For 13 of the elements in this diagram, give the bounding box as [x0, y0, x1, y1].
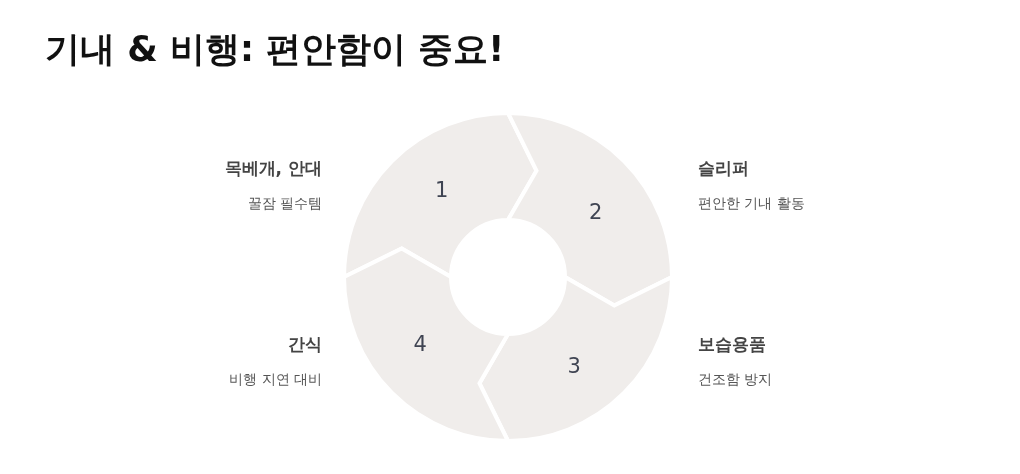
segment-number: 4 — [413, 332, 427, 357]
diagram-title: 기내 & 비행: 편안함이 중요! — [45, 28, 505, 71]
segment-number: 2 — [589, 199, 603, 224]
step-description: 꿀잠 필수템 — [247, 195, 322, 213]
step-description: 편안한 기내 활동 — [698, 195, 805, 213]
step-heading: 슬리퍼 — [698, 157, 749, 180]
segment-number: 1 — [435, 178, 449, 203]
step-description: 비행 지연 대비 — [229, 371, 322, 389]
step-heading: 간식 — [288, 333, 322, 356]
step-heading: 목베개, 안대 — [224, 157, 322, 180]
step-heading: 보습용품 — [698, 333, 766, 356]
step-description: 건조함 방지 — [698, 371, 773, 389]
segment-number: 3 — [567, 353, 581, 378]
